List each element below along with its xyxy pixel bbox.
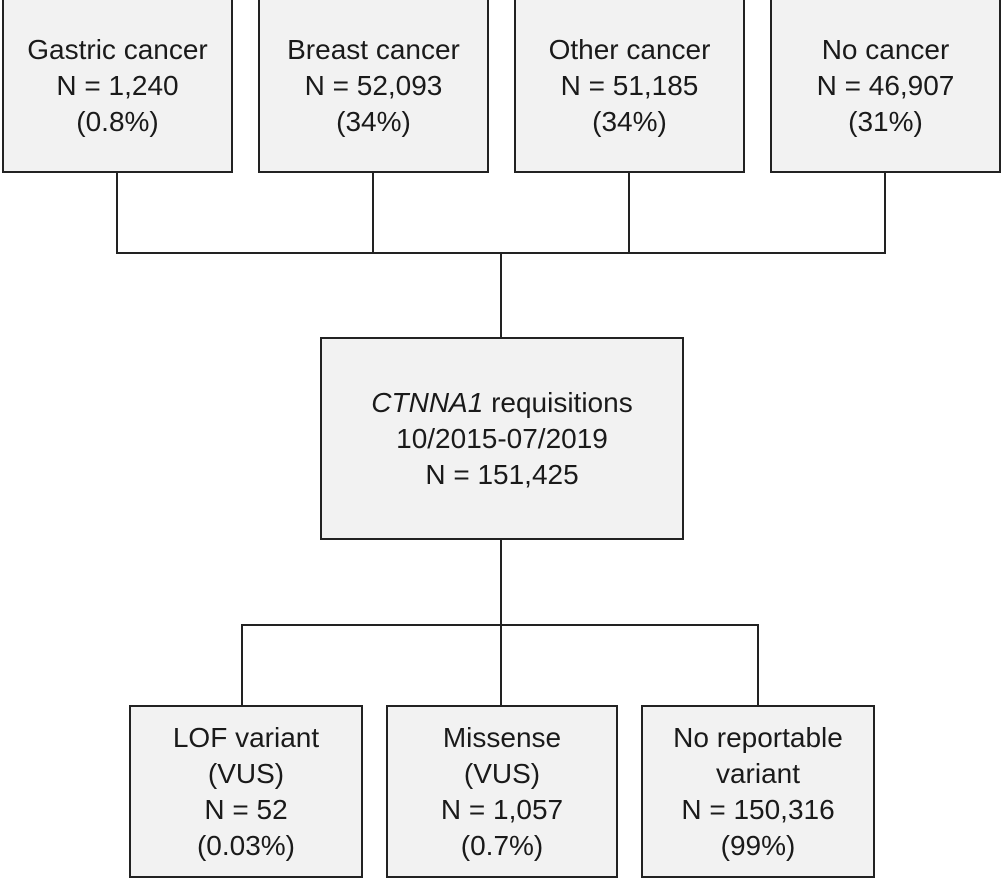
box-breast-cancer: Breast cancer N = 52,093 (34%) (258, 0, 489, 173)
box-label-line1: Missense (442, 721, 562, 753)
box-label: Gastric cancer (27, 33, 208, 65)
box-other-cancer: Other cancer N = 51,185 (34%) (514, 0, 745, 173)
box-no-cancer: No cancer N = 46,907 (31%) (770, 0, 1001, 173)
box-ctnna1-requisitions: CTNNA1 requisitions 10/2015-07/2019 N = … (320, 337, 684, 540)
requisitions-label: requisitions (483, 386, 633, 418)
box-label: No cancer (821, 33, 950, 65)
box-percent: (0.7%) (460, 829, 544, 861)
box-label-line2: (VUS) (463, 757, 541, 789)
requisitions-title: CTNNA1 requisitions (371, 385, 632, 421)
box-count: N = 46,907 (816, 69, 955, 101)
box-gastric-cancer: Gastric cancer N = 1,240 (0.8%) (2, 0, 233, 173)
gene-name: CTNNA1 (371, 386, 484, 418)
box-count: N = 1,240 (56, 69, 179, 101)
box-count: N = 150,316 (681, 793, 835, 825)
box-label-line2: variant (715, 757, 801, 789)
box-percent: (0.8%) (76, 105, 159, 137)
box-count: N = 51,185 (560, 69, 699, 101)
box-percent: (34%) (336, 105, 411, 137)
box-count: N = 52 (204, 793, 288, 825)
box-label-line1: LOF variant (172, 721, 320, 753)
box-percent: (31%) (848, 105, 923, 137)
box-percent: (0.03%) (196, 829, 296, 861)
box-percent: (99%) (720, 829, 796, 861)
box-percent: (34%) (592, 105, 667, 137)
box-label-line2: (VUS) (207, 757, 285, 789)
box-missense: Missense (VUS) N = 1,057 (0.7%) (386, 705, 618, 878)
box-lof-variant: LOF variant (VUS) N = 52 (0.03%) (129, 705, 363, 878)
box-label: Other cancer (548, 33, 711, 65)
date-range: 10/2015-07/2019 (396, 422, 608, 454)
box-count: N = 1,057 (440, 793, 564, 825)
box-label-line1: No reportable (673, 721, 843, 753)
box-count: N = 52,093 (304, 69, 443, 101)
total-count: N = 151,425 (425, 458, 579, 490)
box-no-reportable-variant: No reportable variant N = 150,316 (99%) (641, 705, 875, 878)
box-label: Breast cancer (287, 33, 460, 65)
